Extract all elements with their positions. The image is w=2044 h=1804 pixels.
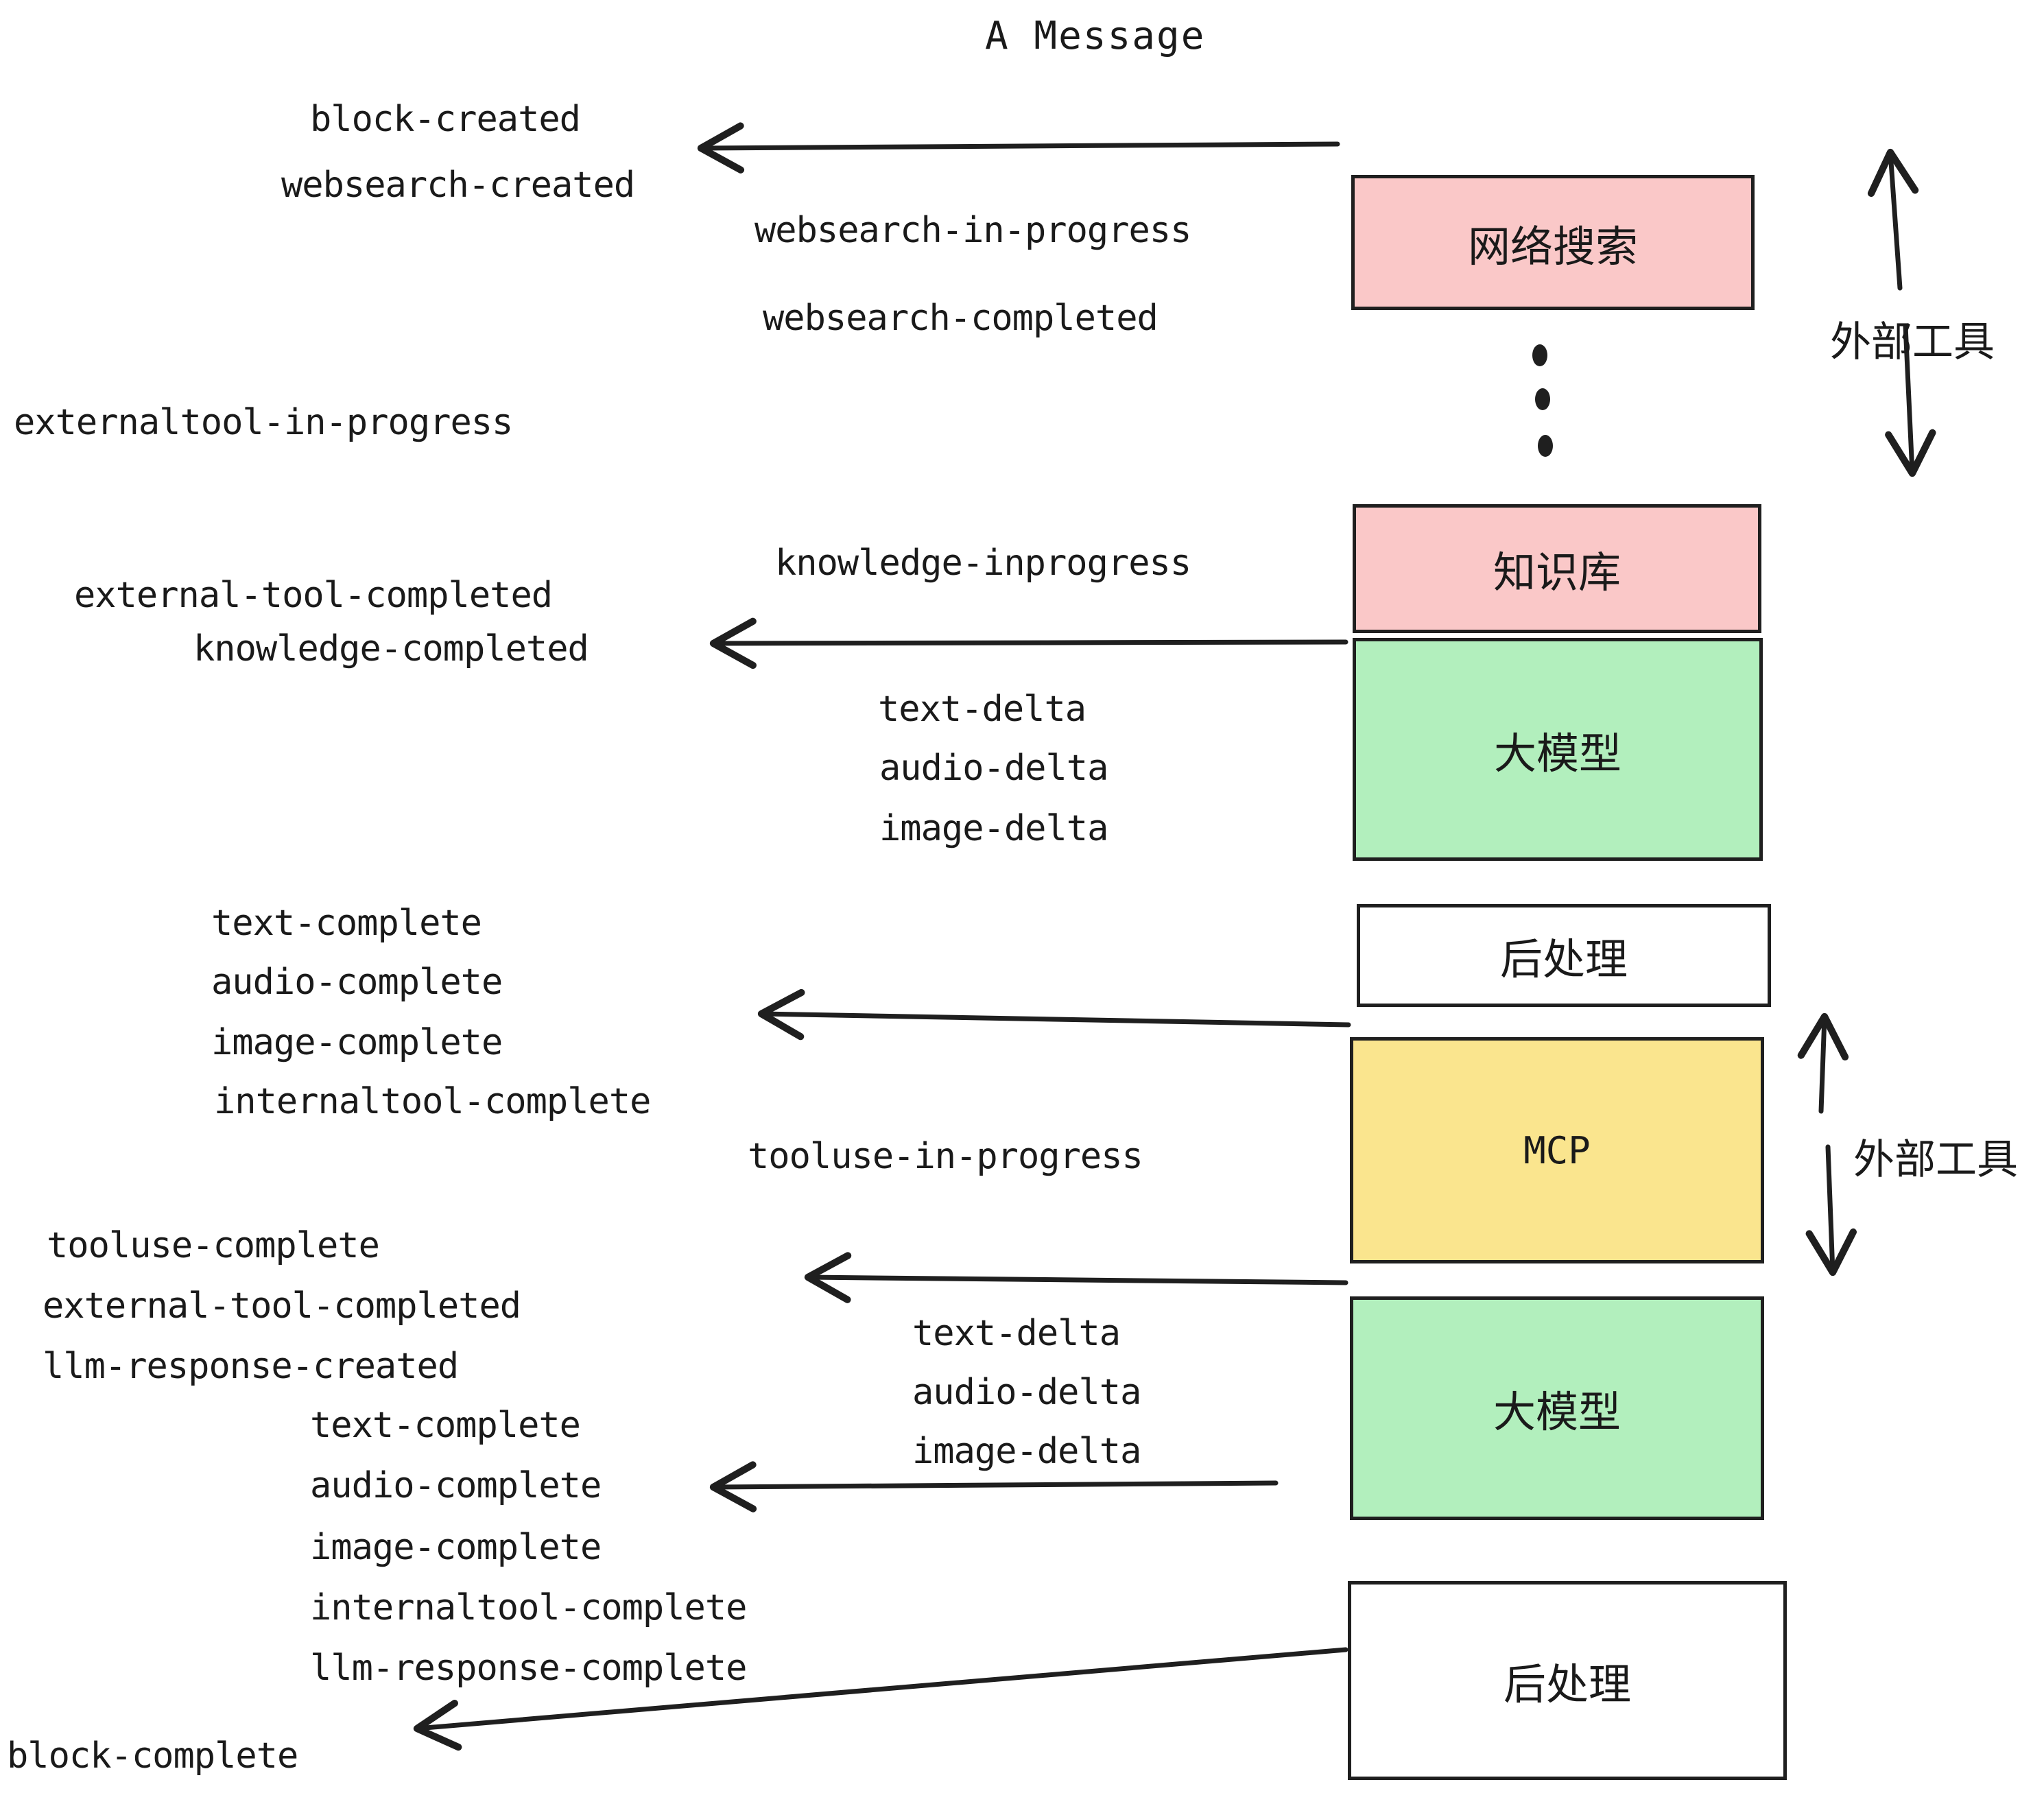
event-label-internaltool-complete-1: internaltool-complete — [214, 1081, 651, 1122]
event-label-text-delta-1: text-delta — [878, 689, 1086, 730]
event-label-text-complete-2: text-complete — [310, 1405, 581, 1446]
node-mcp[interactable] — [1350, 1037, 1764, 1263]
event-label-knowledge-completed: knowledge-completed — [193, 628, 589, 669]
event-label-externaltool-in-progress: externaltool-in-progress — [14, 402, 513, 443]
event-label-audio-complete-2: audio-complete — [310, 1465, 602, 1506]
event-label-audio-complete-1: audio-complete — [211, 962, 503, 1003]
event-label-external-tool-completed-1: external-tool-completed — [74, 575, 553, 616]
event-label-block-complete: block-complete — [7, 1735, 298, 1777]
arrow-llm2-to-audio-complete — [709, 1461, 1279, 1512]
external-tools-bottom-arrow — [1797, 1012, 1857, 1277]
arrow-websearch-to-block-created — [697, 122, 1340, 174]
event-label-block-created: block-created — [310, 99, 581, 140]
event-label-audio-delta-2: audio-delta — [912, 1372, 1141, 1413]
event-label-websearch-created: websearch-created — [281, 165, 635, 206]
arrow-knowledge-to-completed — [709, 617, 1348, 669]
event-label-text-delta-2: text-delta — [912, 1313, 1121, 1354]
event-label-tooluse-complete: tooluse-complete — [47, 1225, 380, 1266]
event-label-internaltool-complete-2: internaltool-complete — [310, 1587, 747, 1628]
event-label-llm-response-complete: llm-response-complete — [310, 1648, 747, 1689]
node-postprocess-first[interactable] — [1357, 904, 1771, 1007]
event-label-image-delta-2: image-delta — [912, 1431, 1141, 1472]
event-label-text-complete-1: text-complete — [211, 903, 482, 944]
side-label-external-tools-bottom: 外部工具 — [1853, 1136, 2018, 1184]
event-label-knowledge-inprogress: knowledge-inprogress — [775, 543, 1191, 584]
event-label-websearch-completed: websearch-completed — [763, 298, 1158, 339]
page-title: A Message — [985, 14, 1206, 58]
event-label-tooluse-in-progress: tooluse-in-progress — [748, 1136, 1143, 1177]
node-postprocess-second[interactable] — [1348, 1581, 1787, 1780]
node-llm-first[interactable] — [1353, 638, 1763, 861]
event-label-image-complete-2: image-complete — [310, 1527, 602, 1568]
event-label-llm-response-created: llm-response-created — [43, 1346, 459, 1387]
event-label-image-delta-1: image-delta — [879, 808, 1108, 849]
event-label-websearch-in-progress: websearch-in-progress — [754, 210, 1191, 251]
event-label-external-tool-completed-2: external-tool-completed — [43, 1285, 521, 1327]
arrow-mcp-to-image-complete — [757, 988, 1351, 1041]
external-tools-top-arrow — [1867, 148, 1936, 477]
arrow-mcp-to-tooluse-complete — [804, 1252, 1348, 1303]
node-llm-second[interactable] — [1350, 1296, 1764, 1520]
event-label-image-complete-1: image-complete — [211, 1022, 503, 1063]
side-label-external-tools-top: 外部工具 — [1830, 318, 1995, 366]
node-websearch[interactable] — [1351, 175, 1755, 310]
event-label-audio-delta-1: audio-delta — [879, 748, 1108, 789]
arrow-postprocess-to-block-complete — [413, 1647, 1348, 1751]
node-knowledge-base[interactable] — [1353, 504, 1761, 633]
vertical-ellipsis-dots — [1532, 344, 1553, 457]
